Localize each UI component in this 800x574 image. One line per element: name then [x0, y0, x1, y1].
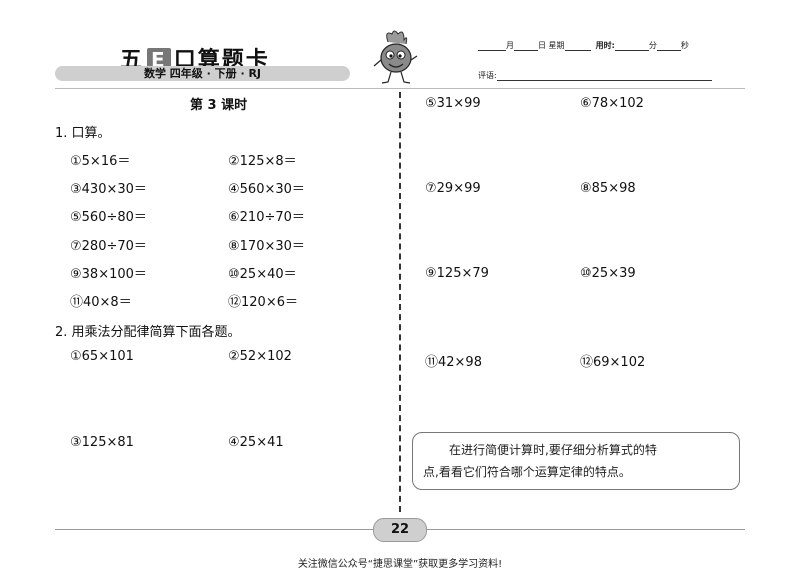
simplify-item: ⑨125×79: [425, 266, 489, 281]
oral-item: ①5×16＝: [70, 154, 131, 169]
oral-item: ⑧170×30＝: [228, 239, 305, 254]
lesson-title: 第 3 课时: [190, 98, 248, 113]
header-divider: [55, 88, 745, 89]
simplify-item: ⑤31×99: [425, 96, 481, 111]
page-number: 22: [373, 518, 427, 542]
simplify-item: ②52×102: [228, 349, 292, 364]
week-blank[interactable]: [564, 41, 591, 51]
simplify-item: ⑫69×102: [580, 355, 646, 370]
comment-line: 评语:: [478, 70, 712, 81]
simplify-item: ⑦29×99: [425, 181, 481, 196]
column-divider: [399, 92, 401, 512]
month-label: 月: [506, 41, 514, 50]
oral-item: ③430×30＝: [70, 182, 147, 197]
subject-bar: 数学 四年级 · 下册 · RJ: [55, 66, 350, 81]
footer-note: 关注微信公众号“捷思课堂”获取更多学习资料!: [297, 559, 503, 570]
minute-blank[interactable]: [614, 41, 649, 51]
tip-line2: 点,看看它们符合哪个运算定律的特点。: [423, 465, 631, 479]
oral-item: ⑩25×40＝: [228, 267, 297, 282]
oral-item: ⑪40×8＝: [70, 295, 132, 310]
simplify-item: ①65×101: [70, 349, 134, 364]
simplify-item: ⑥78×102: [580, 96, 644, 111]
simplify-item: ⑪42×98: [425, 355, 482, 370]
tip-line1: 在进行简便计算时,要仔细分析算式的特: [449, 443, 657, 457]
month-blank[interactable]: [478, 41, 506, 51]
time-used-label: 用时:: [595, 41, 615, 50]
simplify-item: ⑩25×39: [580, 266, 636, 281]
oral-item: ⑫120×6＝: [228, 295, 298, 310]
day-label: 日: [538, 41, 546, 50]
simplify-item: ⑧85×98: [580, 181, 636, 196]
minute-label: 分: [648, 41, 657, 50]
simplify-item: ③125×81: [70, 435, 134, 450]
oral-item: ⑦280÷70＝: [70, 239, 147, 254]
comment-blank[interactable]: [496, 71, 712, 81]
date-line: 月 日 星期 用时: 分 秒: [478, 40, 689, 51]
comment-label: 评语:: [478, 71, 497, 80]
oral-item: ⑨38×100＝: [70, 267, 147, 282]
oral-item: ④560×30＝: [228, 182, 305, 197]
week-label: 星期: [548, 41, 565, 50]
oral-item: ⑤560÷80＝: [70, 210, 147, 225]
section1-heading: 1. 口算。: [55, 126, 111, 141]
second-label: 秒: [680, 41, 689, 50]
oral-item: ②125×8＝: [228, 154, 297, 169]
tip-box: 在进行简便计算时,要仔细分析算式的特 点,看看它们符合哪个运算定律的特点。: [412, 432, 740, 490]
oral-item: ⑥210÷70＝: [228, 210, 305, 225]
mascot-icon: [373, 30, 418, 84]
section2-heading: 2. 用乘法分配律简算下面各题。: [55, 325, 241, 340]
simplify-item: ④25×41: [228, 435, 284, 450]
day-blank[interactable]: [514, 41, 538, 51]
second-blank[interactable]: [656, 41, 681, 51]
